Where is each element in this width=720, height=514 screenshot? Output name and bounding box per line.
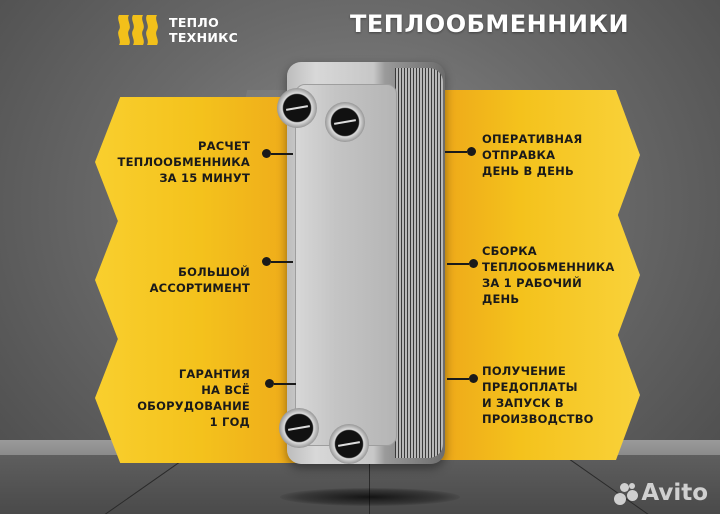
connector (447, 374, 478, 383)
feature-text: ОПЕРАТИВНАЯ ОТПРАВКА ДЕНЬ В ДЕНЬ (482, 132, 583, 178)
feature-banner-production: ПОЛУЧЕНИЕ ПРЕДОПЛАТЫ И ЗАПУСК В ПРОИЗВОД… (440, 330, 640, 460)
connector-dot (467, 147, 476, 156)
connector (265, 379, 296, 388)
connector-line (271, 152, 293, 155)
avito-logo-icon (612, 481, 639, 505)
brand-name-line1: ТЕПЛО (169, 15, 220, 30)
connector (445, 147, 476, 156)
feature-text: ГАРАНТИЯ НА ВСЁ ОБОРУДОВАНИЕ 1 ГОД (137, 367, 250, 429)
connector (447, 259, 478, 268)
heat-waves-logo-icon (118, 15, 158, 45)
product-shadow (280, 488, 460, 506)
pipe-port-icon (329, 424, 369, 464)
connector-line (447, 262, 469, 265)
connector (262, 149, 293, 158)
pipe-port-icon (279, 408, 319, 448)
connector-line (271, 260, 293, 263)
connector-dot (469, 374, 478, 383)
feature-banner-assembly: СБОРКА ТЕПЛООБМЕННИКА ЗА 1 РАБОЧИЙ ДЕНЬ (440, 210, 640, 340)
feature-text: ПОЛУЧЕНИЕ ПРЕДОПЛАТЫ И ЗАПУСК В ПРОИЗВОД… (482, 364, 594, 426)
connector-line (445, 150, 467, 153)
connector-line (447, 377, 469, 380)
brand-name-line2: ТЕХНИКС (169, 30, 239, 45)
feature-text: РАСЧЕТ ТЕПЛООБМЕННИКА ЗА 15 МИНУТ (117, 139, 250, 185)
feature-text: СБОРКА ТЕПЛООБМЕННИКА ЗА 1 РАБОЧИЙ ДЕНЬ (482, 244, 615, 306)
exchanger-plates (395, 68, 443, 458)
feature-banner-assortment: БОЛЬШОЙ АССОРТИМЕНТ (95, 215, 305, 345)
plate-heat-exchanger-image (277, 62, 445, 464)
avito-watermark: Avito (612, 480, 708, 506)
exchanger-front-plate (295, 84, 397, 446)
page-title: ТЕПЛООБМЕННИКИ (350, 10, 630, 38)
connector-line (274, 382, 296, 385)
brand-name: ТЕПЛО ТЕХНИКС (169, 15, 238, 45)
feature-text: БОЛЬШОЙ АССОРТИМЕНТ (149, 265, 250, 295)
feature-banner-calculation: РАСЧЕТ ТЕПЛООБМЕННИКА ЗА 15 МИНУТ (95, 97, 305, 227)
brand-logo: ТЕПЛО ТЕХНИКС (117, 13, 238, 47)
feature-banner-warranty: ГАРАНТИЯ НА ВСЁ ОБОРУДОВАНИЕ 1 ГОД (95, 333, 305, 463)
connector-dot (265, 379, 274, 388)
connector (262, 257, 293, 266)
avito-text: Avito (641, 480, 708, 506)
connector-dot (262, 257, 271, 266)
pipe-port-icon (325, 102, 365, 142)
connector-dot (469, 259, 478, 268)
connector-dot (262, 149, 271, 158)
pipe-port-icon (277, 88, 317, 128)
